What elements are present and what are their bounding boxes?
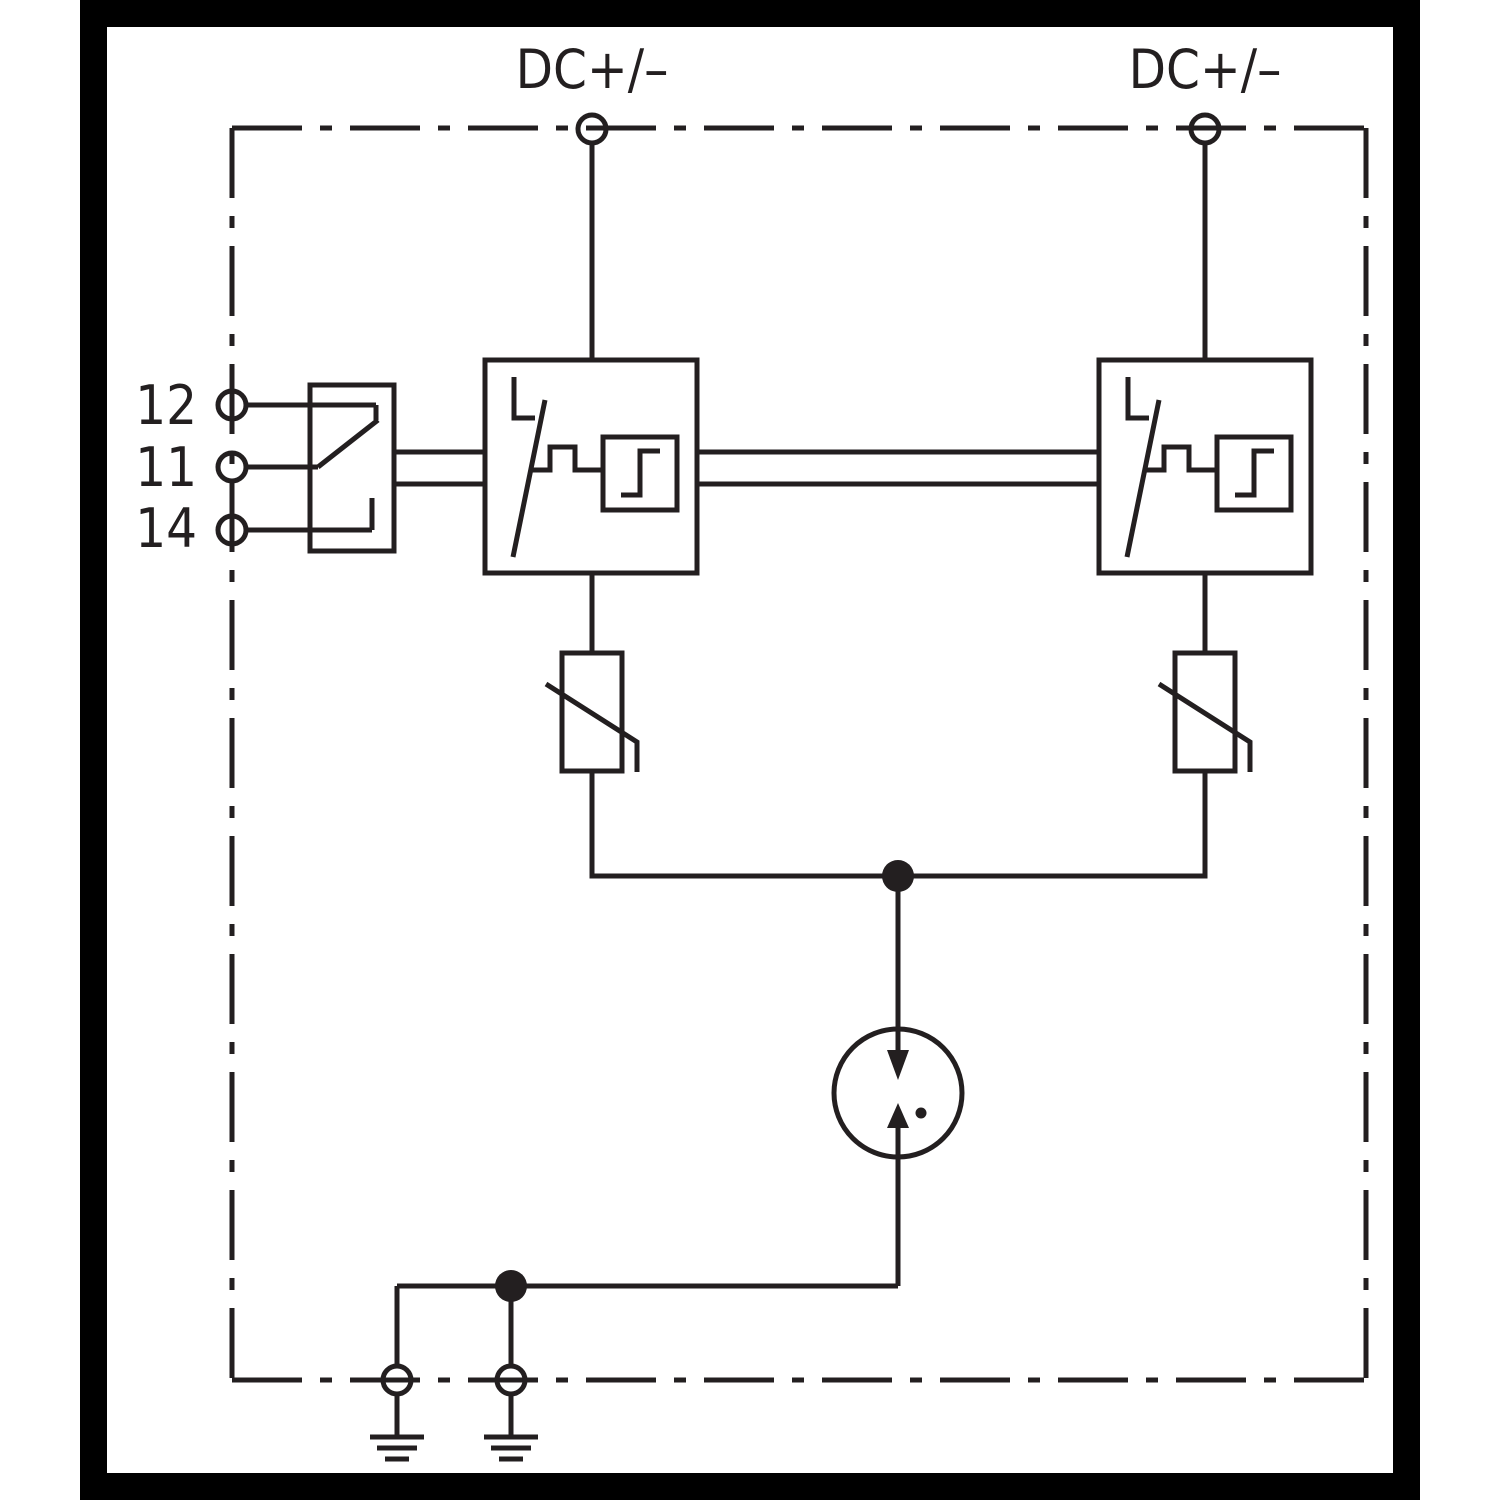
ground-icon — [370, 1393, 424, 1462]
spark-gap — [831, 876, 965, 1286]
terminal-dc-right — [1188, 112, 1222, 146]
thermal-disconnector-left — [482, 357, 700, 576]
dc-terminal-label-right: DC+/– — [1129, 38, 1282, 101]
contact-label-14: 14 — [135, 497, 197, 560]
terminal-dc-left — [575, 112, 609, 146]
mechanical-linkage — [394, 449, 1099, 487]
terminal-pe-2 — [494, 1363, 528, 1397]
enclosure-boundary — [229, 125, 1369, 1383]
signal-contact-block — [246, 382, 397, 554]
terminal-14 — [215, 513, 249, 547]
contact-label-11: 11 — [135, 436, 197, 499]
dc-terminal-label-left: DC+/– — [516, 38, 669, 101]
canvas — [107, 27, 1393, 1473]
contact-label-12: 12 — [135, 374, 197, 437]
terminal-pe-1 — [380, 1363, 414, 1397]
terminal-11 — [215, 450, 249, 484]
terminal-12 — [215, 388, 249, 422]
junction-dot-lower — [495, 1270, 527, 1302]
ground-icon — [484, 1393, 538, 1462]
